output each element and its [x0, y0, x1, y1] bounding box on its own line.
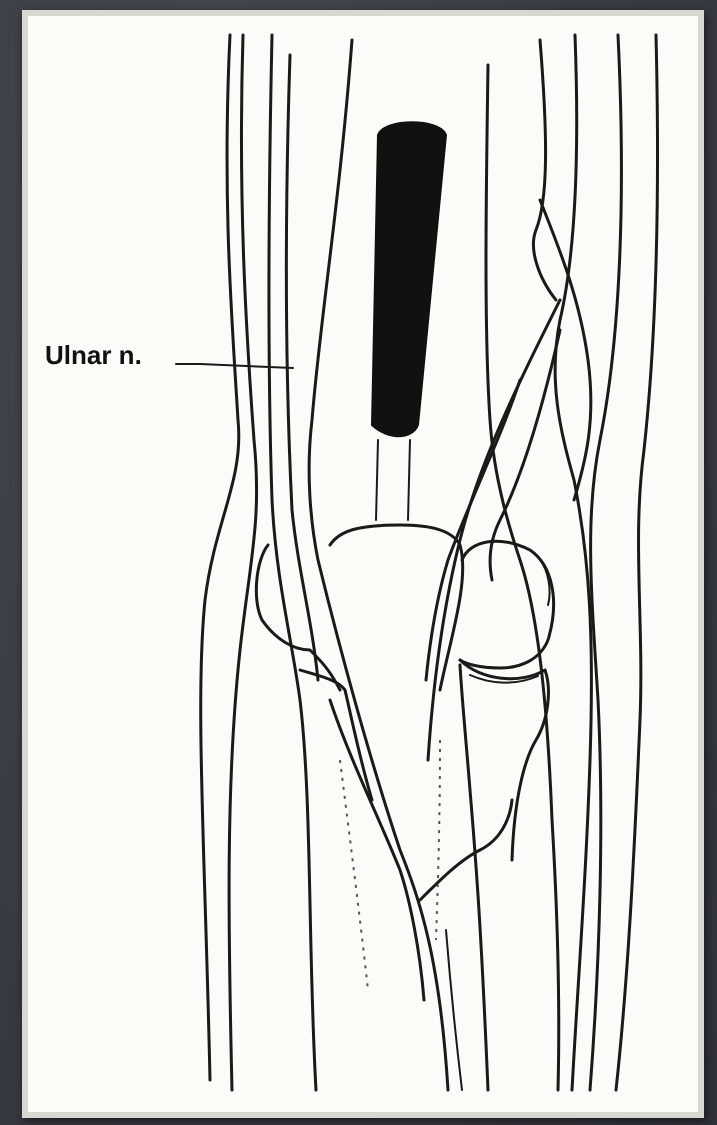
lateral-condyle-inner: [540, 560, 550, 605]
forearm-muscle-line: [420, 800, 512, 900]
retractor-shaft-left: [376, 440, 378, 520]
ulna-shaft-line: [330, 700, 424, 1000]
forearm-inner-line: [446, 930, 462, 1090]
retractor-instrument: [372, 122, 446, 436]
right-muscle-band-1: [533, 40, 556, 300]
right-inner-contour-2: [555, 35, 591, 1090]
retractor-shaft-right: [408, 440, 410, 520]
left-outer-contour: [201, 35, 239, 1080]
ulnar-nerve-label: Ulnar n.: [45, 340, 142, 370]
ulnar-nerve-line-outer: [269, 35, 316, 1090]
left-inner-contour: [229, 35, 257, 1090]
crossing-muscle-1: [428, 300, 560, 760]
nerve-dashed-2: [436, 740, 440, 940]
nerve-dashed-1: [340, 760, 368, 990]
humerus-trochlea: [330, 525, 463, 690]
right-inner-contour-1: [590, 35, 621, 1090]
medial-epicondyle: [256, 545, 340, 690]
ulna-right-border: [460, 665, 488, 1090]
right-muscle-band-2: [540, 200, 591, 500]
